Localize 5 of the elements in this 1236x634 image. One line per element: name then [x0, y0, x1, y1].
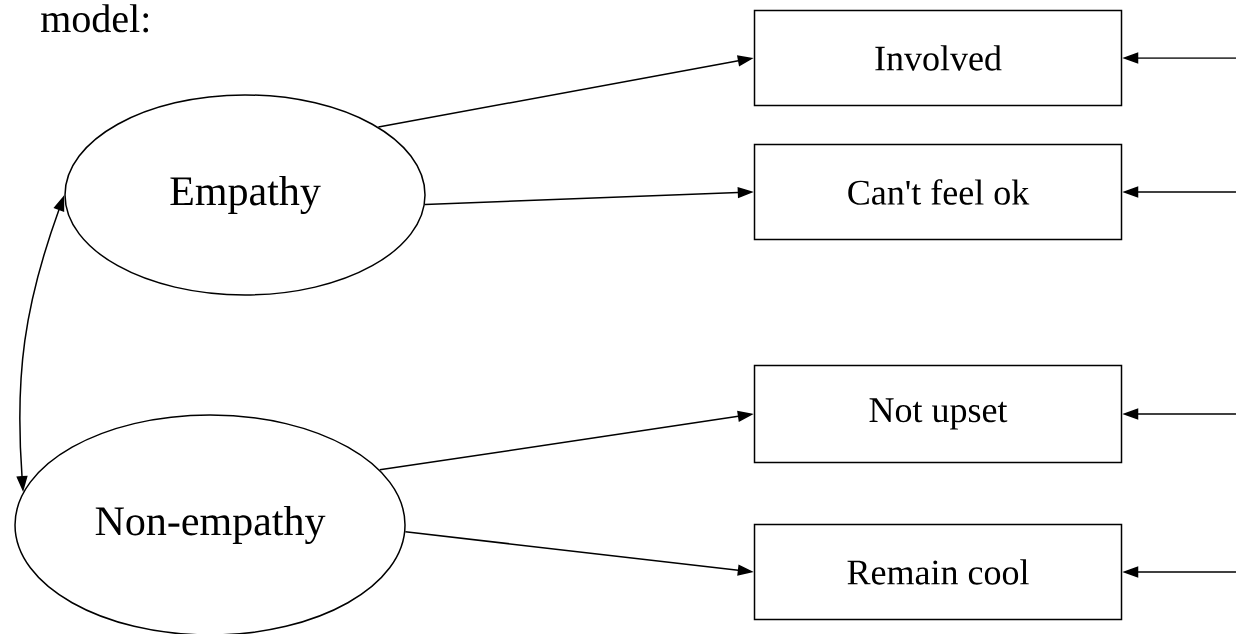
indicator-box: Involved	[753, 9, 1123, 107]
indicator-box: Can't feel ok	[753, 143, 1123, 241]
indicator-box: Remain cool	[753, 523, 1123, 621]
title: model:	[41, 4, 149, 33]
indicator-box: Not upset	[753, 364, 1123, 464]
